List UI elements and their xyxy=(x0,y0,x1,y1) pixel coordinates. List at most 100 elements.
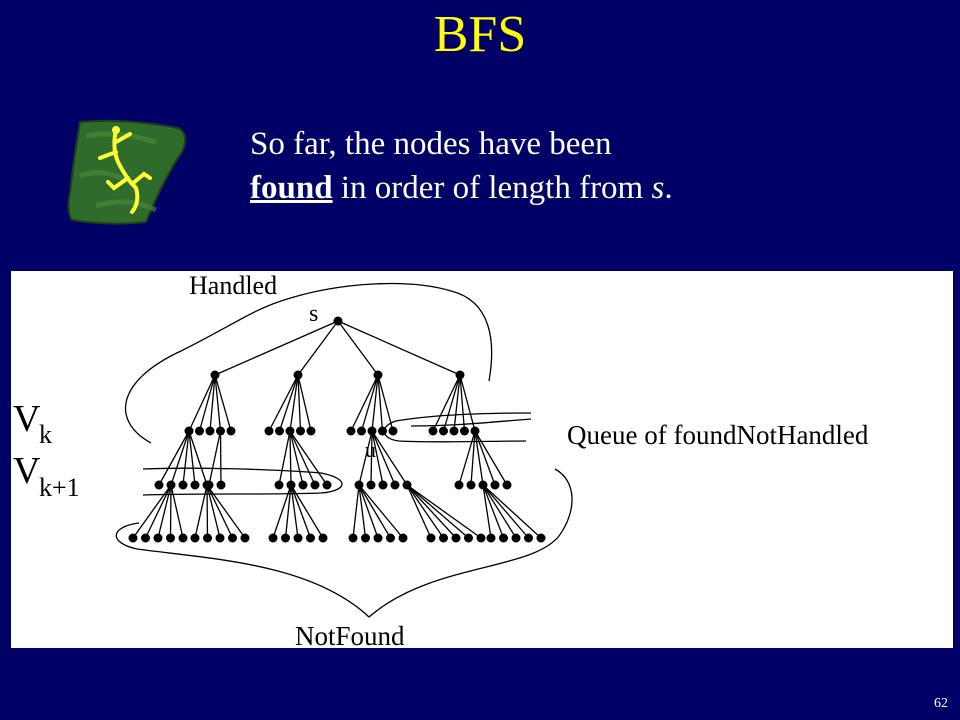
queue-curve-lower xyxy=(410,418,532,427)
tree-edge xyxy=(158,430,190,486)
tree-node xyxy=(426,533,436,543)
tree-edge xyxy=(432,374,461,432)
slide-text: So far, the nodes have been found in ord… xyxy=(250,122,673,210)
tree-edge xyxy=(482,484,542,539)
tree-node xyxy=(386,533,395,543)
tree-node xyxy=(439,533,448,543)
tree-edge xyxy=(219,430,222,486)
tree-node xyxy=(428,426,438,436)
tree-node xyxy=(210,370,220,380)
tree-node xyxy=(361,533,370,543)
tree-node xyxy=(454,480,464,490)
tree-edge xyxy=(453,374,461,432)
tree-edge xyxy=(214,374,222,432)
tree-node xyxy=(293,370,303,380)
tree-node xyxy=(205,426,215,436)
tree-node xyxy=(141,533,150,543)
tree-node xyxy=(476,533,486,543)
tree-edge xyxy=(474,430,508,486)
tree-edge xyxy=(206,484,246,539)
tree-edge xyxy=(482,484,492,539)
tree-node xyxy=(348,533,358,543)
tree-edge xyxy=(169,484,172,539)
tree-edge xyxy=(214,374,232,432)
found-word: found xyxy=(250,170,333,206)
bfs-diagram-panel: Handled s u V k V k+1 Queue of foundNotH… xyxy=(11,271,953,648)
tree-node xyxy=(366,480,376,490)
var-s: s xyxy=(651,170,665,206)
vk1-subscript: k+1 xyxy=(39,473,80,502)
text-after: in order of length from xyxy=(332,170,652,206)
tree-edge xyxy=(406,484,432,539)
queue-label: Queue of foundNotHandled xyxy=(567,420,869,450)
tree-node xyxy=(439,426,448,436)
slide-text-line-2: found in order of length from s. xyxy=(250,166,673,210)
tree-node xyxy=(318,533,328,543)
handled-label: Handled xyxy=(189,271,277,300)
tree-edge xyxy=(208,430,222,486)
vk-label: V xyxy=(13,398,41,440)
vk1-label: V xyxy=(13,450,41,492)
tree-node xyxy=(166,533,175,543)
tree-node xyxy=(502,480,512,490)
tree-node xyxy=(281,533,290,543)
u-label: u xyxy=(365,437,376,462)
tree-edge xyxy=(482,484,517,539)
tree-node xyxy=(226,426,236,436)
tree-node xyxy=(524,533,533,543)
tree-node xyxy=(451,533,461,543)
tree-edge xyxy=(144,484,172,539)
tree-node xyxy=(367,426,377,436)
tree-edge xyxy=(206,484,221,539)
tree-node xyxy=(354,480,364,490)
vk-subscript: k xyxy=(39,420,52,449)
tree-node xyxy=(486,533,496,543)
tree-node xyxy=(228,533,237,543)
tree-node xyxy=(195,426,204,436)
tree-node xyxy=(274,480,284,490)
tree-node xyxy=(378,480,388,490)
tree-edge xyxy=(297,320,339,376)
tree-edge xyxy=(358,484,367,539)
tree-node xyxy=(470,426,480,436)
tree-node xyxy=(310,480,320,490)
tree-edge xyxy=(442,374,461,432)
queue-curve-vk1 xyxy=(142,467,343,496)
tree-node xyxy=(402,480,412,490)
tree-edge xyxy=(132,484,172,539)
tree-edge xyxy=(352,484,360,539)
tree-edge xyxy=(358,484,379,539)
page-number: 62 xyxy=(934,696,948,711)
tree-edge xyxy=(188,374,216,432)
tree-node xyxy=(306,426,316,436)
tree-node xyxy=(466,480,476,490)
tree-node xyxy=(178,480,188,490)
tree-edge xyxy=(157,484,172,539)
tree-node xyxy=(286,480,296,490)
tree-edge xyxy=(371,430,396,486)
tree-node xyxy=(275,426,284,436)
tree-node xyxy=(154,480,164,490)
gecko-icon xyxy=(67,119,187,225)
tree-edge xyxy=(474,430,496,486)
tree-node xyxy=(268,533,278,543)
tree-node xyxy=(184,426,194,436)
tree-node xyxy=(373,533,383,543)
tree-nodes xyxy=(128,316,546,543)
text-end: . xyxy=(664,170,673,206)
tree-node xyxy=(298,480,308,490)
tree-node xyxy=(499,533,508,543)
tree-edge xyxy=(406,484,482,539)
tree-edge xyxy=(360,374,379,432)
tree-node xyxy=(536,533,546,543)
tree-node xyxy=(296,426,305,436)
tree-edge xyxy=(459,374,466,432)
handled-curve xyxy=(125,282,493,444)
tree-edge xyxy=(337,320,461,376)
tree-node xyxy=(264,426,274,436)
tree-node xyxy=(128,533,138,543)
tree-node xyxy=(204,480,214,490)
tree-node xyxy=(464,533,473,543)
tree-node xyxy=(215,533,225,543)
tree-edge xyxy=(289,430,304,486)
